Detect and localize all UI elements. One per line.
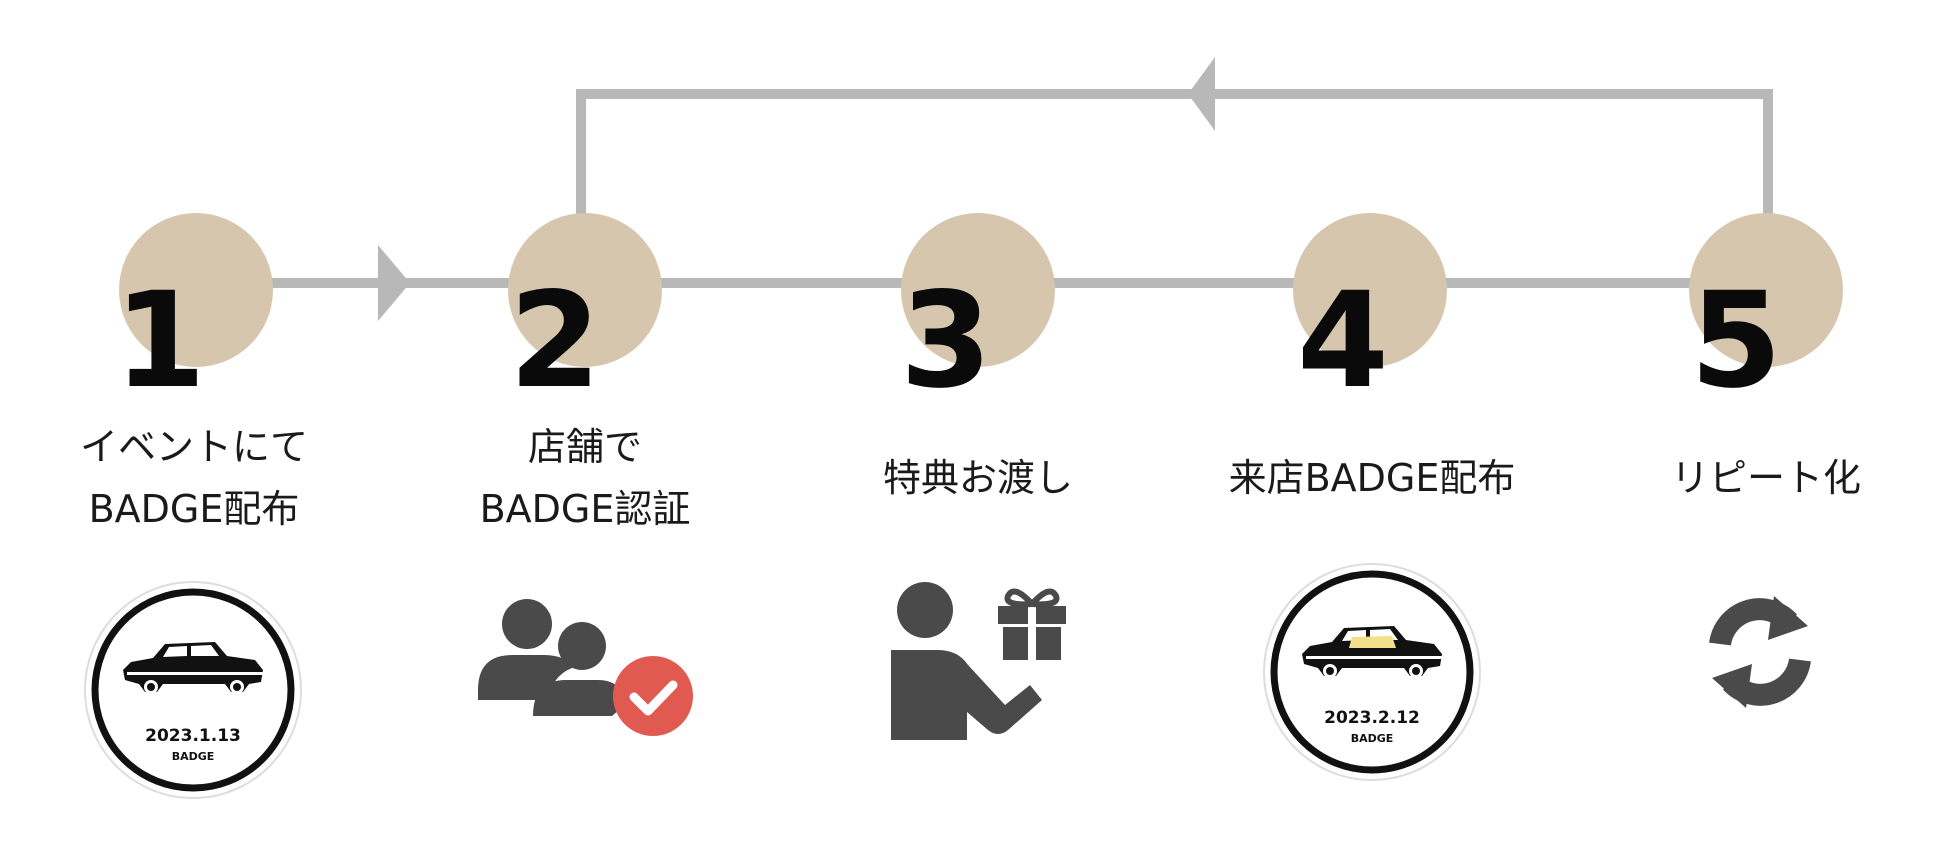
refresh-icon	[1709, 596, 1811, 708]
step-5-number: 5	[1690, 264, 1782, 418]
badge-label: BADGE	[1351, 732, 1394, 745]
step-2-label-line1: 店舗で	[527, 425, 642, 469]
step-3-number: 3	[900, 264, 992, 418]
step-2-circle	[508, 213, 662, 367]
step-3-label-line1: 特典お渡し	[882, 456, 1073, 500]
step-1-label-line1: イベントにて	[79, 425, 308, 469]
badge-date: 2023.1.13	[145, 726, 241, 746]
users-check-icon	[478, 599, 693, 736]
step-2-label: 店舗で BADGE認証	[425, 416, 745, 540]
step-5-label: リピート化	[1606, 447, 1926, 509]
step-5-circle	[1689, 213, 1843, 367]
step-4-number: 4	[1297, 264, 1389, 418]
step-2-label-line2: BADGE認証	[479, 487, 691, 531]
step-5-label-line1: リピート化	[1670, 456, 1861, 500]
badge-date: 2023.2.12	[1324, 708, 1420, 728]
arrow-left-icon	[1188, 57, 1215, 131]
step-1-label: イベントにて BADGE配布	[34, 416, 354, 540]
step-3-label: 特典お渡し	[818, 447, 1138, 509]
car-badge-icon: 2023.2.12 BADGE	[1263, 563, 1481, 781]
step-1-circle	[119, 213, 273, 367]
step-4-label: 来店BADGE配布	[1212, 447, 1532, 509]
step-3-circle	[901, 213, 1055, 367]
arrow-right-icon	[378, 245, 410, 321]
car-badge-icon: 2023.1.13 BADGE	[84, 581, 302, 799]
step-1-label-line2: BADGE配布	[88, 487, 300, 531]
step-2-number: 2	[509, 264, 601, 418]
step-1-number: 1	[114, 264, 206, 418]
repeat-loop-line	[576, 89, 1773, 218]
badge-label: BADGE	[172, 750, 215, 763]
person-gift-icon	[891, 582, 1066, 740]
step-4-circle	[1293, 213, 1447, 367]
step-4-label-line1: 来店BADGE配布	[1228, 456, 1516, 500]
